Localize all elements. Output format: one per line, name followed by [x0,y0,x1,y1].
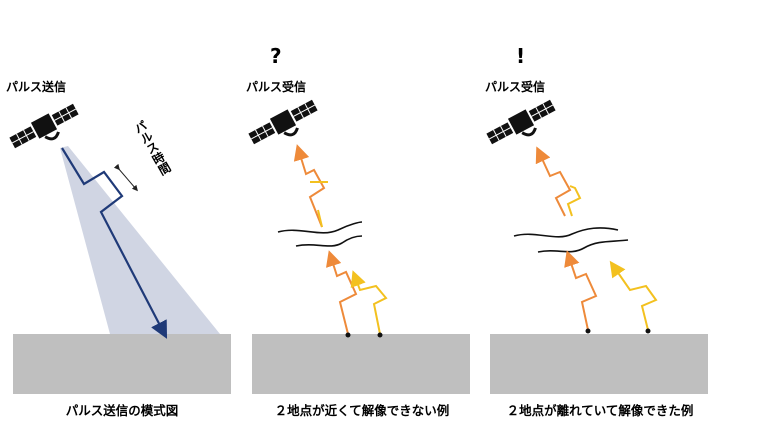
panel-1-top-label: パルス送信 [6,80,67,94]
panel-transmit [6,99,231,394]
panel-3-caption: ２地点が離れていて解像できた例 [506,403,694,418]
ground-block-2 [252,334,470,394]
panel-3-top-label: パルス受信 [485,80,546,94]
question-mark: ? [270,44,282,68]
point-b [645,328,651,334]
break-line-lower [295,235,363,247]
returned-pulse-a [564,250,598,331]
point-a [345,332,351,338]
returned-pulse-upper [293,144,326,228]
transmit-pulse-arrow [61,147,168,339]
break-line-lower [537,239,629,253]
break-line-upper [513,227,619,238]
pulse-overlap-tail [317,209,323,228]
pulse-time-arrow [113,163,138,192]
returned-pulse-upper-yellow [566,185,582,217]
returned-pulse-upper-orange [535,146,572,217]
returned-pulse-b [609,260,658,331]
point-a [585,328,591,334]
panel-2-caption: ２地点が近くて解像できない例 [274,403,450,418]
ground-block-1 [13,334,231,394]
panel-resolved [483,95,708,394]
radar-beam [60,146,220,334]
panel-2-top-label: パルス受信 [246,80,307,94]
point-b [377,332,383,338]
break-line-upper [277,221,363,234]
ground-block-3 [490,334,708,394]
returned-pulse-b [350,270,388,335]
satellite-icon [245,95,324,155]
returned-pulse-a [326,250,358,335]
satellite-icon [483,95,562,155]
satellite-icon [6,99,85,159]
exclamation-mark: ! [516,44,526,68]
panel-1-caption: パルス送信の模式図 [65,403,179,418]
panel-unresolved [245,95,470,394]
